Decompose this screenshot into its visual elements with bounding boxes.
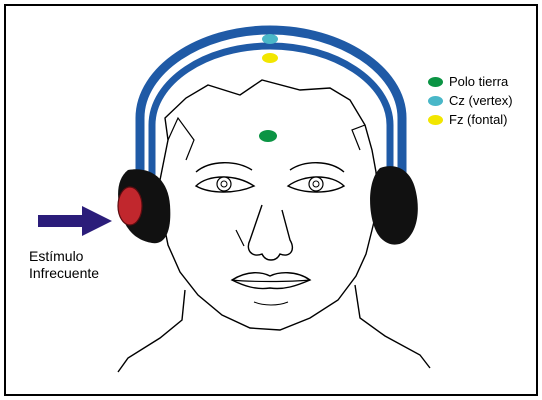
electrode-fz-dot bbox=[262, 53, 278, 63]
head-outline bbox=[160, 80, 378, 330]
pupil-right bbox=[313, 181, 319, 187]
legend-item-cz: Cz (vertex) bbox=[428, 91, 513, 110]
legend-label-ground: Polo tierra bbox=[449, 74, 508, 89]
legend-label-fz: Fz (fontal) bbox=[449, 112, 508, 127]
pupil-left bbox=[221, 181, 227, 187]
legend-label-cz: Cz (vertex) bbox=[449, 93, 513, 108]
stimulus-label-line1: Estímulo bbox=[29, 248, 99, 265]
legend-item-ground: Polo tierra bbox=[428, 72, 513, 91]
stimulus-label-line2: Infrecuente bbox=[29, 265, 99, 282]
electrode-cz-dot bbox=[262, 34, 278, 44]
neck-right bbox=[355, 285, 430, 368]
ground-dot-icon bbox=[428, 77, 443, 87]
electrode-ground-dot bbox=[259, 130, 277, 142]
neck-left bbox=[118, 290, 185, 372]
fz-dot-icon bbox=[428, 115, 443, 125]
stimulus-ear-highlight bbox=[118, 187, 142, 225]
stimulus-label: Estímulo Infrecuente bbox=[29, 248, 99, 282]
stimulus-arrow bbox=[38, 206, 112, 236]
cz-dot-icon bbox=[428, 96, 443, 106]
legend: Polo tierra Cz (vertex) Fz (fontal) bbox=[428, 72, 513, 129]
legend-item-fz: Fz (fontal) bbox=[428, 110, 513, 129]
earcup-right bbox=[370, 166, 418, 245]
